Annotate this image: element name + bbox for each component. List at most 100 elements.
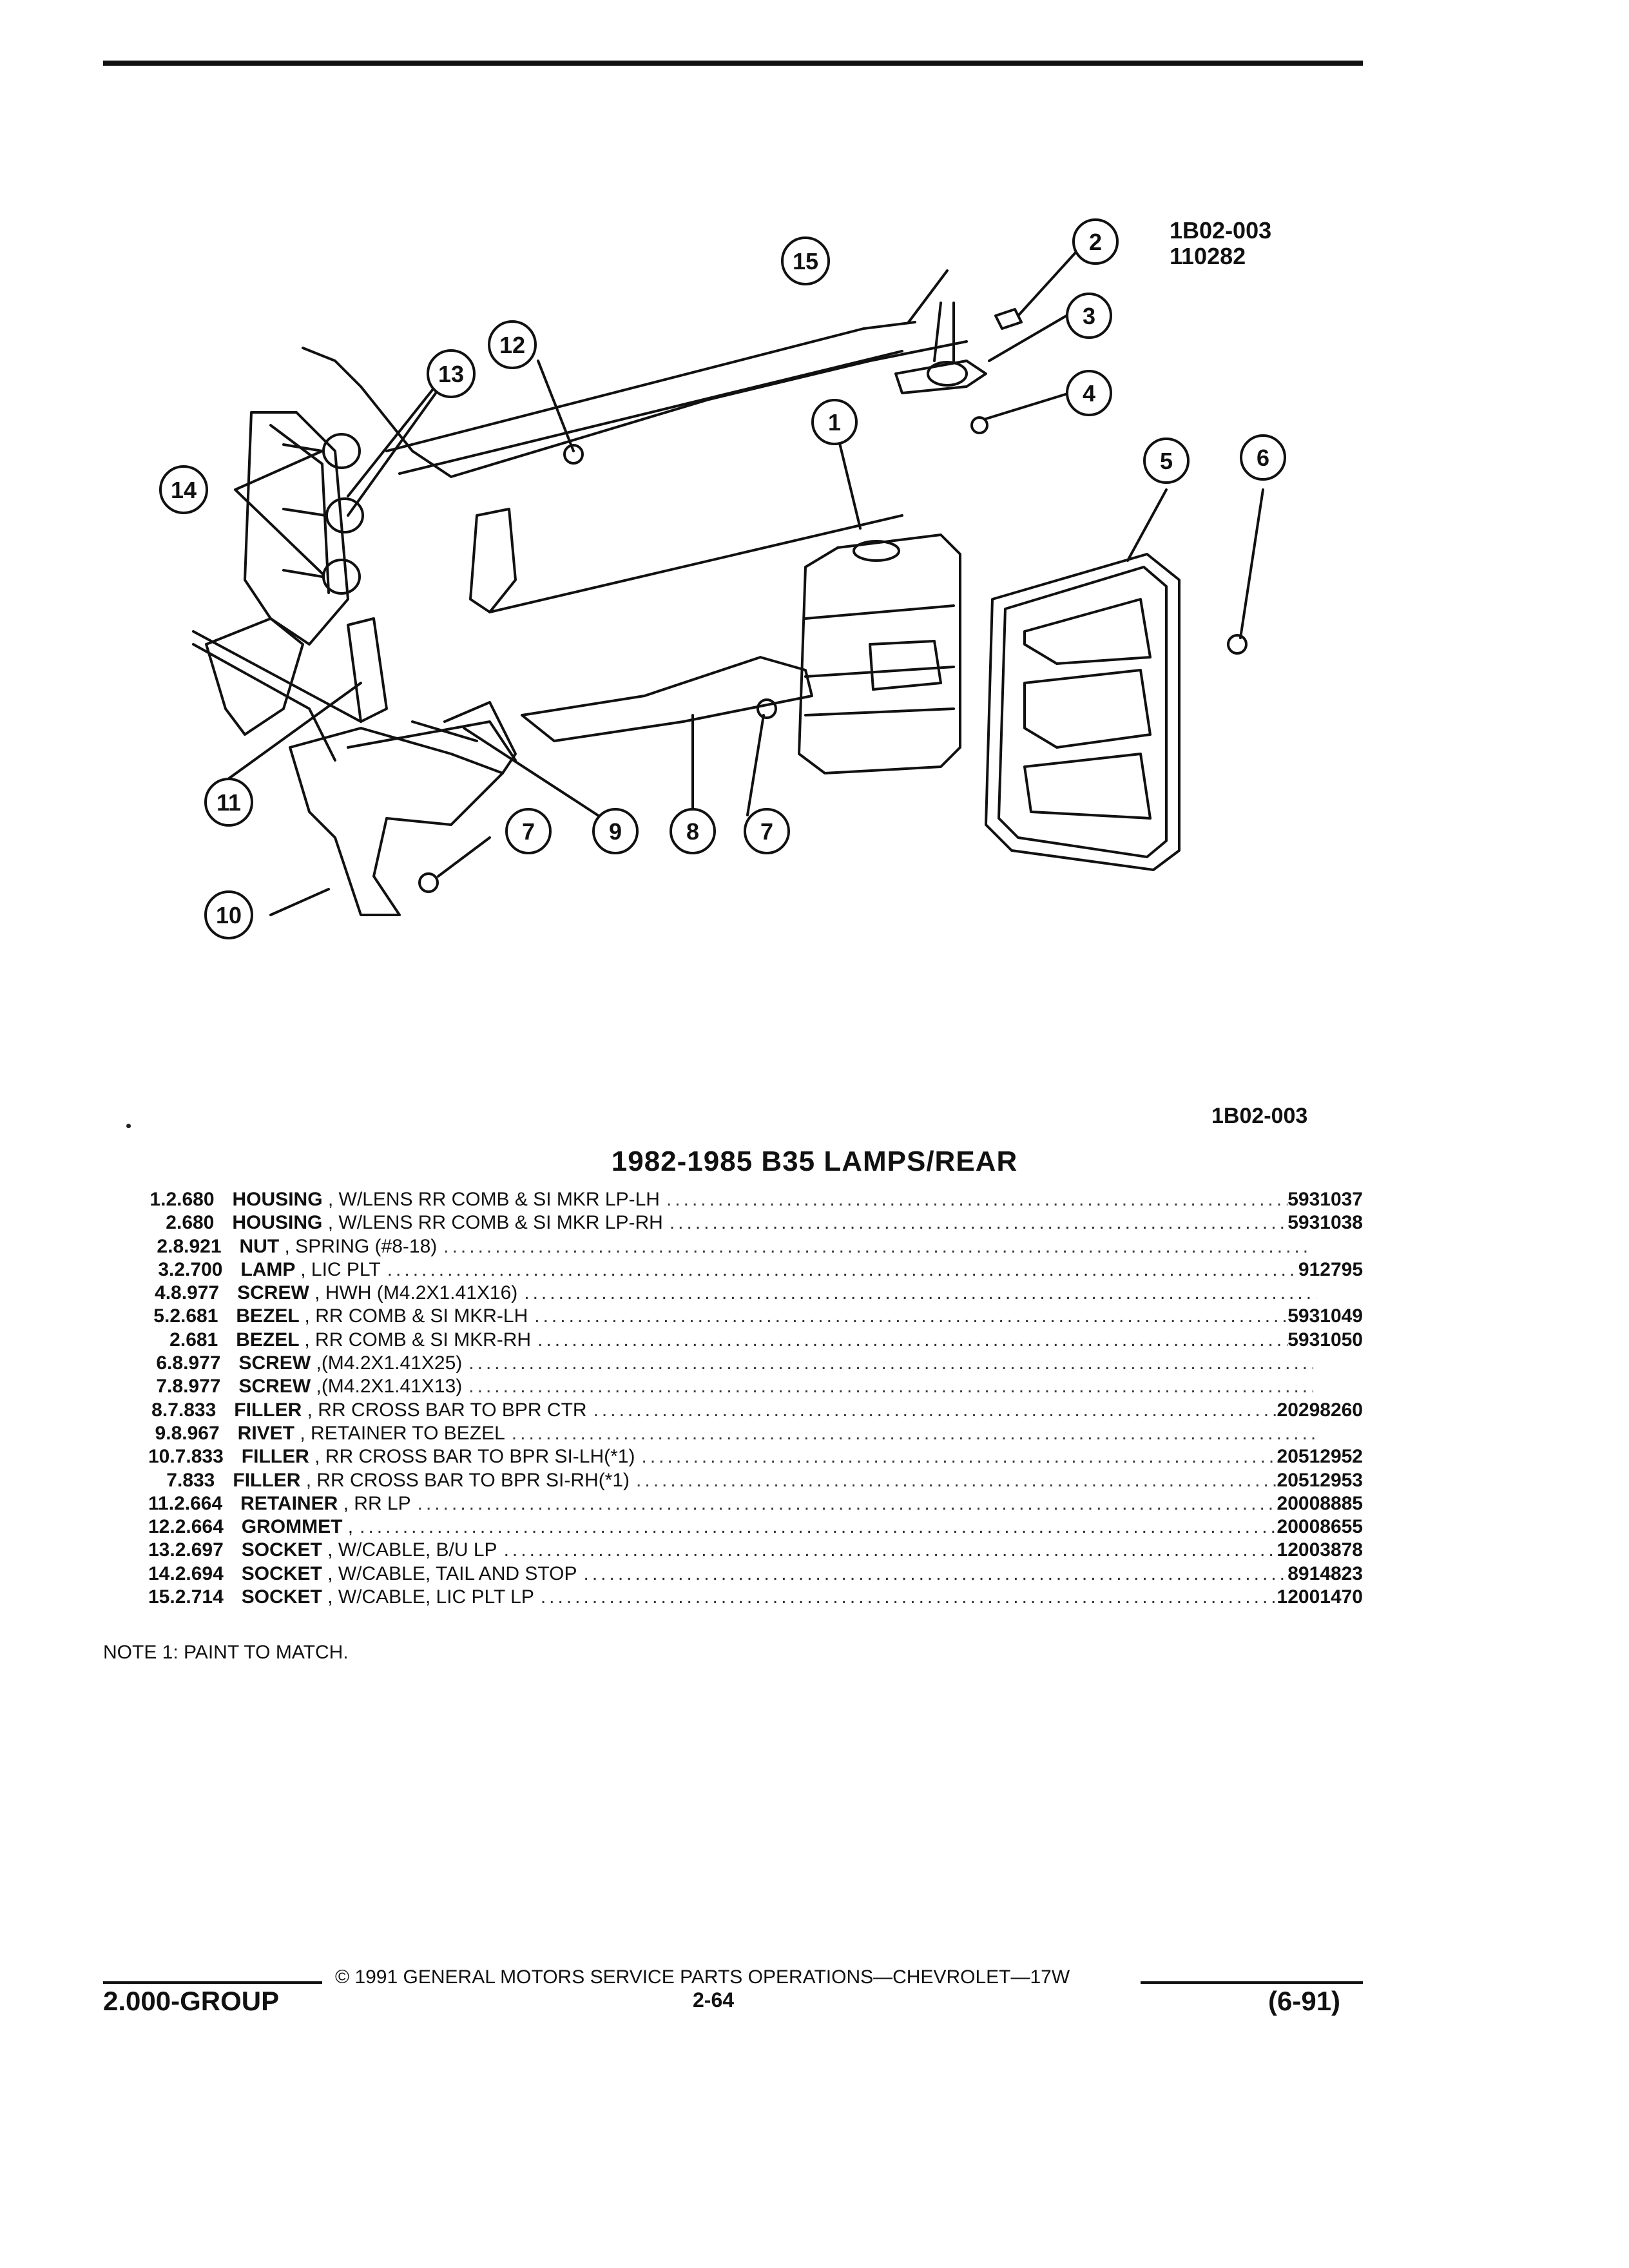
part-qualifier: , SPRING (#8-18) [284, 1235, 438, 1257]
part-item-number: 10. [148, 1446, 175, 1468]
svg-text:10: 10 [216, 902, 242, 928]
leader-dots [462, 1352, 1313, 1374]
part-description: HOUSING , W/LENS RR COMB & SI MKR LP-RH [232, 1212, 662, 1234]
part-qualifier: , W/LENS RR COMB & SI MKR LP-LH [327, 1189, 660, 1210]
part-group-code: 7.833 [166, 1469, 215, 1491]
part-item-number: 12. [148, 1516, 175, 1538]
part-description: NUT , SPRING (#8-18) [240, 1236, 438, 1258]
part-group-code: 2.681 [169, 1329, 218, 1350]
part-qualifier: , [347, 1516, 354, 1538]
part-description: SCREW ,(M4.2X1.41X25) [238, 1352, 462, 1374]
part-item-number: 15. [148, 1586, 175, 1608]
callout-14: 14 [159, 465, 208, 514]
part-item-number: 1. [149, 1189, 166, 1210]
part-group-code: 7.833 [168, 1399, 217, 1421]
part-name: BEZEL [236, 1305, 300, 1327]
leader-dots [528, 1305, 1287, 1327]
svg-text:5: 5 [1160, 448, 1173, 474]
part-item-number: 14. [148, 1562, 175, 1584]
part-qualifier: , W/CABLE, B/U LP [327, 1539, 497, 1561]
revision-date: (6-91) [1268, 1986, 1341, 2016]
svg-text:12: 12 [499, 332, 525, 358]
leader-dots [630, 1470, 1277, 1492]
part-group-code: 2.700 [174, 1258, 223, 1280]
part-qualifier: , RETAINER TO BEZEL [300, 1422, 505, 1444]
part-qualifier: , W/LENS RR COMB & SI MKR LP-RH [327, 1212, 663, 1234]
retainer-11 [347, 617, 388, 723]
part-name: RETAINER [240, 1492, 338, 1514]
part-description: SOCKET , W/CABLE, TAIL AND STOP [242, 1563, 577, 1585]
part-description: FILLER , RR CROSS BAR TO BPR CTR [234, 1399, 586, 1421]
diagram-reference: 1B02-003 110282 [1170, 218, 1271, 269]
svg-text:9: 9 [609, 818, 622, 845]
screw-7-left [418, 872, 439, 893]
filler-8 [521, 656, 813, 742]
lamp-pocket [244, 411, 349, 646]
part-group-code: 2.681 [169, 1305, 218, 1327]
part-item-number: 3. [158, 1258, 175, 1280]
part-qualifier: , W/CABLE, LIC PLT LP [327, 1586, 534, 1608]
svg-text:13: 13 [438, 361, 464, 387]
svg-text:7: 7 [522, 818, 535, 845]
part-number: 8914823 [1287, 1562, 1363, 1584]
part-name: BEZEL [236, 1329, 300, 1350]
part-item-number: 13. [148, 1539, 175, 1561]
screw-7-center [757, 698, 777, 719]
part-group-code: 2.664 [174, 1492, 223, 1514]
leader-dots [411, 1493, 1277, 1515]
svg-text:6: 6 [1257, 445, 1269, 471]
part-qualifier: , RR LP [343, 1492, 411, 1514]
part-name: HOUSING [232, 1189, 323, 1210]
body-panel-outline [302, 340, 968, 478]
part-qualifier: , RR CROSS BAR TO BPR CTR [307, 1399, 587, 1421]
part-description: HOUSING , W/LENS RR COMB & SI MKR LP-LH [233, 1189, 660, 1211]
part-qualifier: , LIC PLT [300, 1258, 381, 1280]
part-group-code: 7.833 [175, 1446, 224, 1468]
svg-text:3: 3 [1083, 303, 1095, 329]
section-title: 1982-1985 B35 LAMPS/REAR [611, 1146, 1018, 1177]
part-number: 5931049 [1287, 1305, 1363, 1327]
copyright-line: © 1991 GENERAL MOTORS SERVICE PARTS OPER… [335, 1966, 1070, 1988]
leader-dots [437, 1236, 1311, 1258]
footer-rule-right [1141, 1981, 1363, 1984]
part-item-number: 9. [155, 1422, 171, 1444]
part-name: SOCKET [241, 1539, 322, 1561]
page-number: 2-64 [693, 1988, 735, 2012]
svg-text:2: 2 [1089, 229, 1102, 255]
leader-dots [577, 1563, 1288, 1585]
part-number: 20008655 [1277, 1516, 1363, 1538]
part-qualifier: , RR CROSS BAR TO BPR SI-LH(*1) [314, 1446, 635, 1468]
part-name: HOUSING [232, 1212, 323, 1234]
section-ref-code: 1B02-003 [1211, 1104, 1308, 1128]
part-name: SOCKET [241, 1562, 322, 1584]
part-item-number: 8. [151, 1399, 168, 1421]
part-number: 5931038 [1287, 1212, 1363, 1234]
callout-7-center: 7 [744, 808, 790, 854]
callout-13: 13 [427, 349, 476, 398]
part-description: SCREW ,(M4.2X1.41X13) [238, 1376, 462, 1398]
license-lamp-3 [894, 360, 987, 394]
leader-lines [208, 244, 1264, 916]
part-description: SCREW , HWH (M4.2X1.41X16) [237, 1282, 517, 1304]
callout-6: 6 [1240, 434, 1286, 481]
part-number: 20008885 [1277, 1492, 1363, 1514]
mount-bracket [469, 508, 517, 613]
part-description: BEZEL , RR COMB & SI MKR-RH [236, 1329, 531, 1351]
callout-9: 9 [592, 808, 639, 854]
part-qualifier: , RR COMB & SI MKR-RH [304, 1329, 532, 1350]
callout-8: 8 [670, 808, 716, 854]
callout-10: 10 [204, 890, 253, 939]
leader-dots [353, 1516, 1277, 1538]
part-group-code: 2.664 [175, 1516, 224, 1538]
svg-text:1: 1 [828, 409, 841, 436]
